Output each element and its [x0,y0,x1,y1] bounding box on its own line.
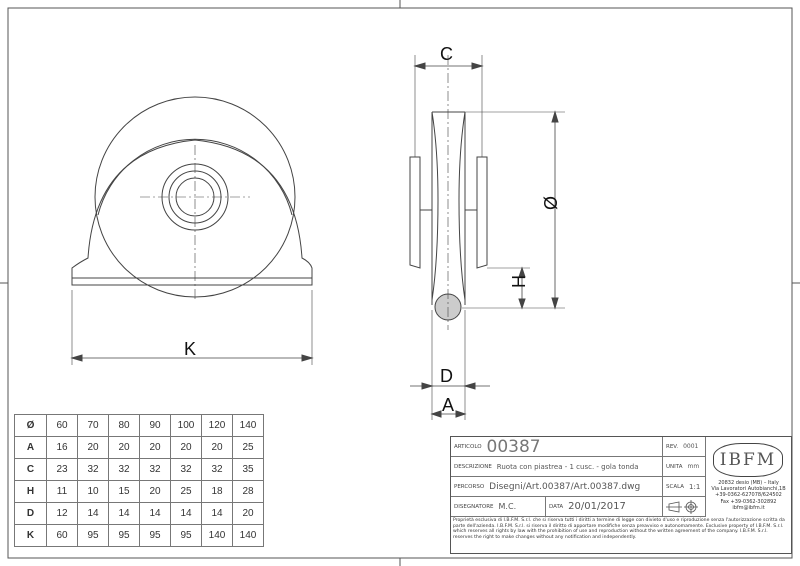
table-cell: 10 [77,480,109,503]
table-cell: 14 [170,502,202,525]
table-cell: 20 [108,436,140,459]
dim-label-a: A [442,395,454,415]
table-cell: 20 [201,436,233,459]
company-address: 20832 desio (MB) – Italy Via Lavoratori … [711,480,786,511]
table-cell: 32 [201,458,233,481]
table-cell: 20 [77,436,109,459]
table-cell: 90 [139,414,171,437]
table-cell: 60 [46,524,78,547]
table-cell: 23 [46,458,78,481]
table-cell: 95 [77,524,109,547]
projection-symbol-icon [663,497,706,517]
row-header: K [14,524,47,547]
table-cell: 32 [108,458,140,481]
row-header: D [14,502,47,525]
dim-label-d: D [440,366,453,386]
row-header: Ø [14,414,47,437]
table-cell: 80 [108,414,140,437]
row-header: H [14,480,47,503]
table-cell: 95 [170,524,202,547]
table-cell: 140 [232,524,264,547]
table-cell: 32 [170,458,202,481]
table-cell: 25 [232,436,264,459]
table-cell: 60 [46,414,78,437]
table-cell: 20 [232,502,264,525]
table-cell: 32 [139,458,171,481]
table-cell: 140 [232,414,264,437]
table-cell: 28 [232,480,264,503]
table-cell: 70 [77,414,109,437]
row-header: A [14,436,47,459]
table-cell: 14 [108,502,140,525]
table-cell: 25 [170,480,202,503]
table-cell: 14 [139,502,171,525]
table-cell: 100 [170,414,202,437]
row-header: C [14,458,47,481]
table-cell: 20 [139,480,171,503]
dim-label-diameter: Ø [541,196,561,210]
table-cell: 35 [232,458,264,481]
table-cell: 18 [201,480,233,503]
table-cell: 20 [139,436,171,459]
table-cell: 120 [201,414,233,437]
table-cell: 11 [46,480,78,503]
table-cell: 14 [77,502,109,525]
table-cell: 14 [201,502,233,525]
table-cell: 16 [46,436,78,459]
dim-label-c: C [440,44,453,64]
table-cell: 95 [108,524,140,547]
table-cell: 15 [108,480,140,503]
table-cell: 20 [170,436,202,459]
table-cell: 32 [77,458,109,481]
table-cell: 12 [46,502,78,525]
ibfm-logo: IBFM [713,443,783,477]
rev-cell: REV.0001 [663,437,706,457]
dim-label-k: K [184,339,196,359]
table-cell: 140 [201,524,233,547]
table-cell: 95 [139,524,171,547]
article-number: 00387 [486,437,541,457]
dim-label-h: H [509,275,529,288]
disclaimer-text: Proprietà esclusiva di I.B.F.M. S.r.l. c… [453,518,785,540]
front-view [70,96,314,365]
side-view [409,55,565,420]
